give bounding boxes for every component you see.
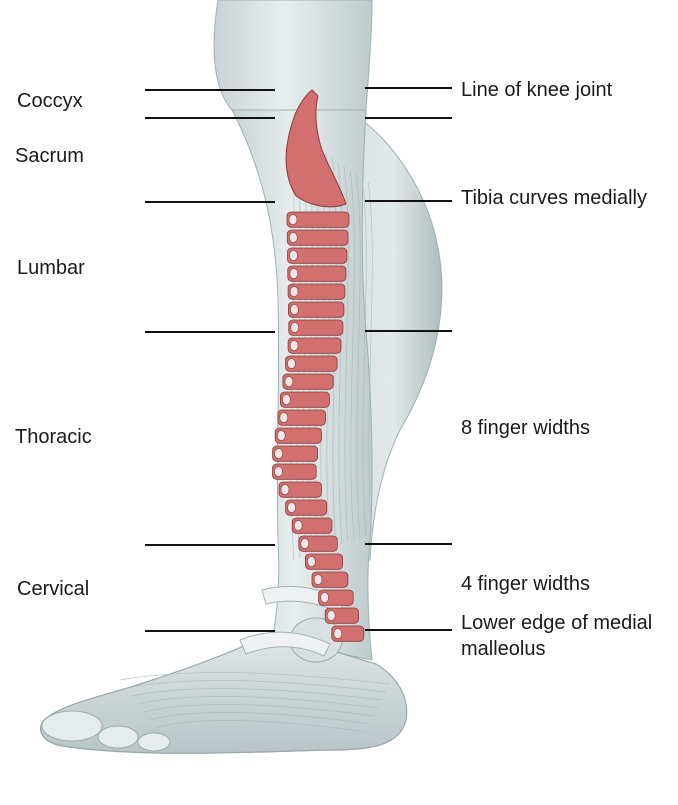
vertebra — [287, 301, 345, 318]
label-tibia-curves: Tibia curves medially — [461, 187, 647, 209]
label-lower-edge-malleolus: Lower edge of medial malleolus — [461, 612, 653, 660]
label-coccyx: Coccyx — [17, 90, 83, 112]
spine-overlay — [272, 89, 365, 642]
vertebra — [286, 229, 349, 246]
vertebra — [272, 463, 317, 480]
label-sacrum: Sacrum — [15, 145, 84, 167]
vertebra — [279, 391, 330, 408]
vertebra — [287, 247, 348, 264]
vertebra — [287, 337, 342, 354]
vertebra — [318, 589, 354, 606]
vertebra — [277, 409, 326, 426]
vertebra — [324, 607, 359, 624]
vertebra — [285, 355, 338, 372]
vertebra — [287, 265, 347, 282]
vertebra — [278, 481, 322, 498]
vertebra — [311, 571, 349, 588]
label-knee-joint: Line of knee joint — [461, 79, 613, 101]
label-thoracic: Thoracic — [15, 426, 92, 448]
vertebra — [331, 625, 365, 642]
label-eight-fingers: 8 finger widths — [461, 417, 590, 439]
vertebra — [286, 211, 350, 228]
vertebra — [291, 517, 333, 534]
vertebra — [304, 553, 343, 570]
vertebra — [285, 499, 328, 516]
toes-icon — [41, 710, 171, 752]
vertebra — [287, 283, 346, 300]
leader-lines — [145, 87, 452, 632]
label-lumbar: Lumbar — [17, 257, 85, 279]
vertebra — [272, 445, 319, 462]
vertebra — [288, 319, 344, 336]
vertebra — [282, 373, 334, 390]
label-cervical: Cervical — [17, 578, 90, 600]
label-four-fingers: 4 finger widths — [461, 573, 590, 595]
vertebra — [298, 535, 338, 552]
vertebra — [274, 427, 322, 444]
sacrum-shape — [285, 89, 347, 208]
